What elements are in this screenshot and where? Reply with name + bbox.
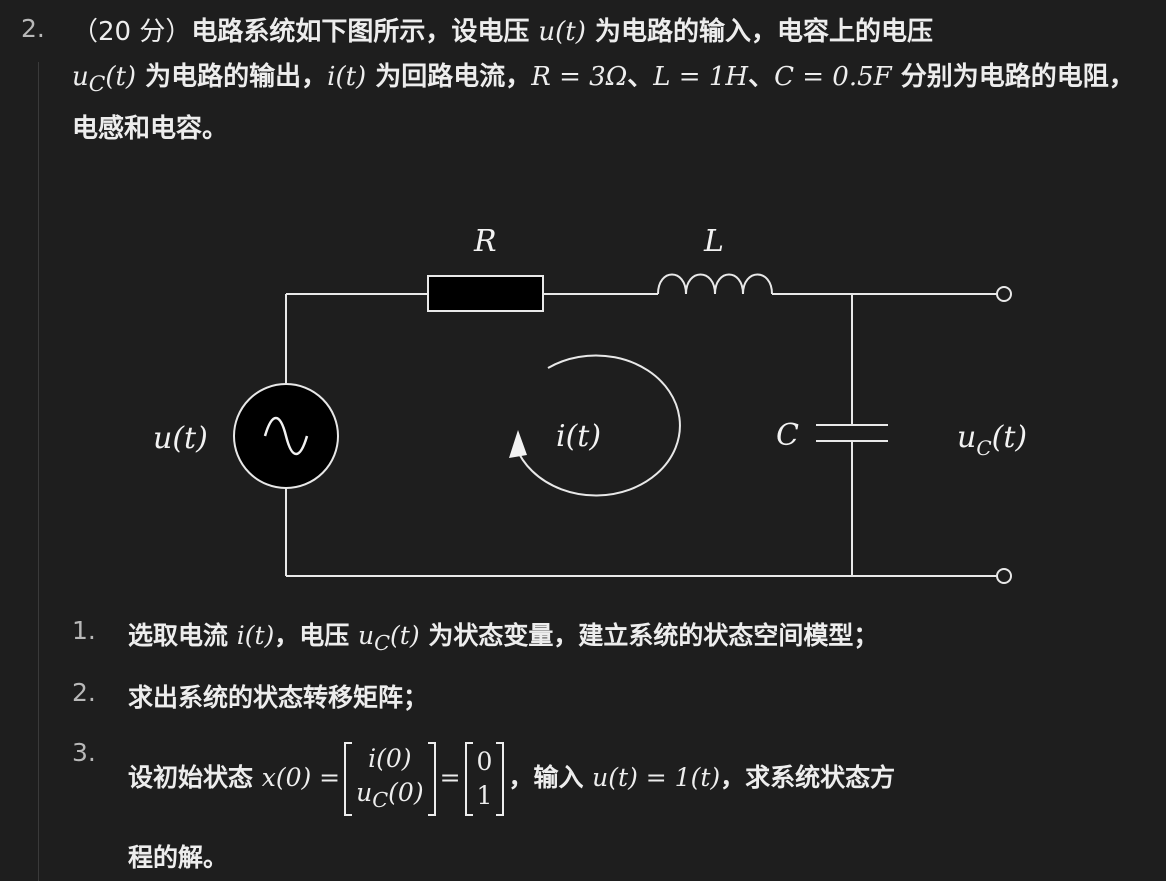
subquestion-1-number: 1. (72, 616, 96, 645)
current-loop-arc (515, 354, 681, 497)
ac-wave-icon (263, 416, 309, 456)
subquestion-2: 2. 求出系统的状态转移矩阵； (72, 674, 1152, 719)
problem-text-4: 为回路电流， (366, 62, 532, 92)
subquestion-3-number: 3. (72, 738, 96, 767)
label-resistor: R (473, 224, 497, 259)
vector-sub: C (372, 787, 389, 812)
problem-text-6: 、 (748, 62, 775, 92)
math-capacitance: C = 0.5F (774, 62, 892, 92)
vector-zero: (0) (388, 777, 424, 807)
math-input-voltage: u(t) (538, 17, 586, 47)
label-output: uC(t) (957, 420, 1027, 460)
q3-text-1: 设初始状态 (128, 763, 262, 792)
subquestion-1: 1. 选取电流 i(t)，电压 uC(t) 为状态变量，建立系统的状态空间模型； (72, 612, 1152, 657)
label-output-u: u (957, 420, 976, 455)
problem-text-1: 电路系统如下图所示，设电压 (191, 17, 539, 47)
label-current: i(t) (556, 419, 601, 454)
resistor (427, 275, 544, 312)
inductor-coil (657, 273, 773, 295)
q3-text-4: 程的解。 (128, 843, 229, 872)
vector-state-column: i(0)uC(0) (352, 742, 427, 817)
bracket-left-2 (464, 742, 473, 816)
terminal-top (996, 286, 1012, 302)
q1-math-t: (t) (390, 621, 420, 650)
current-arrow-head (509, 430, 527, 458)
q1-math-voltage: uC(t) (358, 621, 420, 655)
vector-u: u (356, 777, 373, 807)
vector-value-bottom: 1 (476, 781, 493, 810)
math-output-voltage: uC(t) (72, 62, 137, 97)
label-inductor: L (703, 224, 724, 259)
math-t: (t) (105, 62, 137, 92)
label-source: u(t) (153, 421, 208, 456)
q3-math-initial: x(0) = (261, 763, 341, 792)
vector-state-top: i(0) (368, 743, 412, 773)
q3-math-input: u(t) = 1(t) (592, 763, 721, 792)
math-u: u (72, 62, 89, 92)
bracket-right (427, 742, 436, 816)
q1-math-current: i(t) (236, 621, 275, 650)
problem-text-3: 为电路的输出， (136, 62, 328, 92)
q3-vector-state: i(0)uC(0) (344, 742, 436, 817)
subquestion-2-number: 2. (72, 678, 96, 707)
problem-text-2: 为电路的输入，电容上的电压 (585, 17, 933, 47)
points-label: （20 分） (72, 17, 192, 47)
q1-math-sub: C (374, 631, 391, 655)
math-resistance: R = 3Ω (531, 62, 628, 92)
problem-text-7: 分别为电路的电阻，电感和电容。 (72, 62, 1135, 145)
vector-value-top: 0 (476, 747, 493, 776)
q1-text-2: ，电压 (274, 621, 358, 650)
subquestion-2-text: 求出系统的状态转移矩阵； (128, 683, 429, 712)
math-current: i(t) (327, 62, 367, 92)
label-capacitor: C (776, 418, 799, 453)
math-sub-c: C (88, 72, 106, 98)
list-guide-line (38, 62, 39, 881)
q3-text-3: ，求系统状态方 (720, 763, 896, 792)
q3-equals: = (439, 763, 461, 792)
label-output-sub: C (976, 436, 991, 460)
q3-text-2: ，输入 (508, 763, 593, 792)
problem-statement: （20 分）电路系统如下图所示，设电压 u(t) 为电路的输入，电容上的电压 u… (72, 10, 1152, 152)
terminal-bottom (996, 568, 1012, 584)
q1-text-3: 为状态变量，建立系统的状态空间模型； (419, 621, 879, 650)
subquestion-1-text: 选取电流 i(t)，电压 uC(t) 为状态变量，建立系统的状态空间模型； (128, 616, 1148, 655)
vector-state-bottom: uC(0) (356, 776, 423, 817)
problem-text-5: 、 (627, 62, 654, 92)
math-inductance: L = 1H (653, 62, 749, 92)
q1-text-1: 选取电流 (128, 621, 237, 650)
bracket-right-2 (496, 742, 505, 816)
label-output-t: (t) (992, 420, 1027, 455)
q1-math-u: u (358, 621, 375, 650)
bracket-left (344, 742, 353, 816)
question-number: 2. (21, 14, 45, 43)
